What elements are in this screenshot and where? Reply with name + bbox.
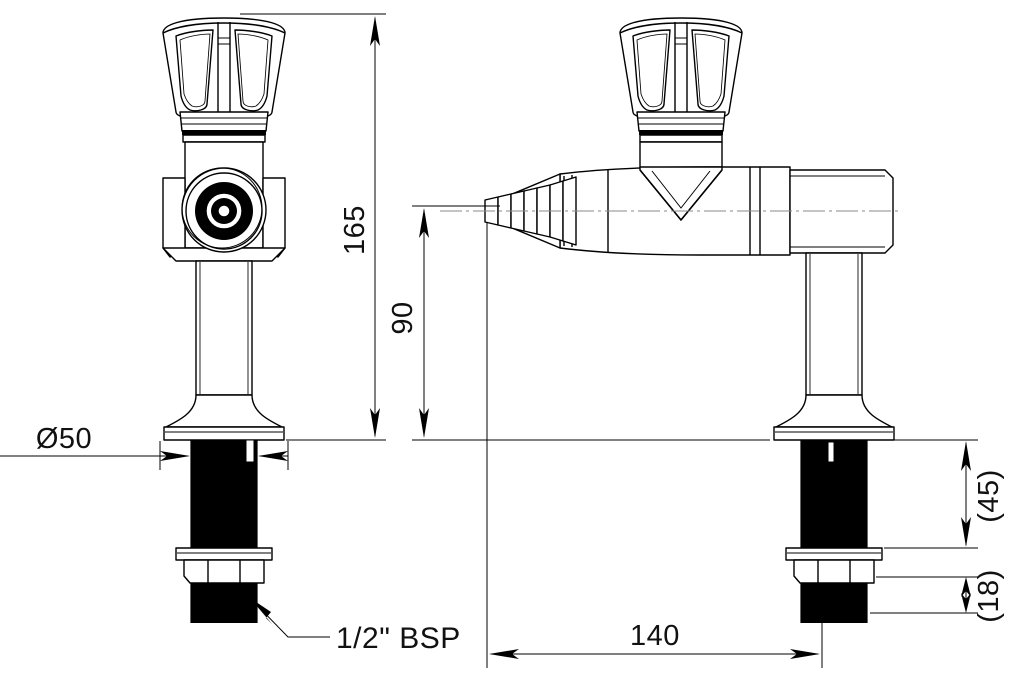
side-view-handwheel bbox=[619, 17, 743, 143]
dimension-overall-height: 165 bbox=[240, 13, 386, 441]
dimension-shank-length-value: (45) bbox=[973, 469, 1005, 523]
dimension-shank-length: (45) bbox=[884, 439, 1005, 549]
front-view bbox=[162, 17, 286, 623]
side-view-threaded-shank bbox=[785, 440, 883, 623]
front-view-base-flange bbox=[163, 394, 285, 441]
annotation-thread-callout-text: 1/2" BSP bbox=[336, 622, 461, 655]
front-view-column bbox=[195, 260, 253, 396]
side-view-hose-barb bbox=[484, 176, 577, 246]
front-view-valve-body bbox=[162, 141, 286, 262]
side-view-column bbox=[805, 252, 863, 396]
dimension-spout-height-value: 90 bbox=[387, 301, 419, 334]
dimension-projection: 140 bbox=[486, 222, 823, 668]
front-view-handwheel bbox=[162, 17, 286, 143]
dimension-flange-diameter-value: Ø50 bbox=[36, 423, 92, 455]
dimension-projection-value: 140 bbox=[630, 620, 680, 652]
annotation-thread-callout: 1/2" BSP bbox=[250, 598, 461, 655]
dimension-thread-tail-value: (18) bbox=[973, 569, 1005, 623]
side-view-base-flange bbox=[773, 394, 895, 441]
front-view-threaded-shank bbox=[175, 439, 273, 623]
dimension-overall-height-value: 165 bbox=[339, 205, 371, 255]
dimension-thread-tail: (18) bbox=[870, 569, 1005, 623]
dimension-spout-height: 90 bbox=[387, 205, 770, 441]
dimension-flange-diameter: Ø50 bbox=[0, 423, 289, 470]
side-view bbox=[484, 17, 895, 623]
